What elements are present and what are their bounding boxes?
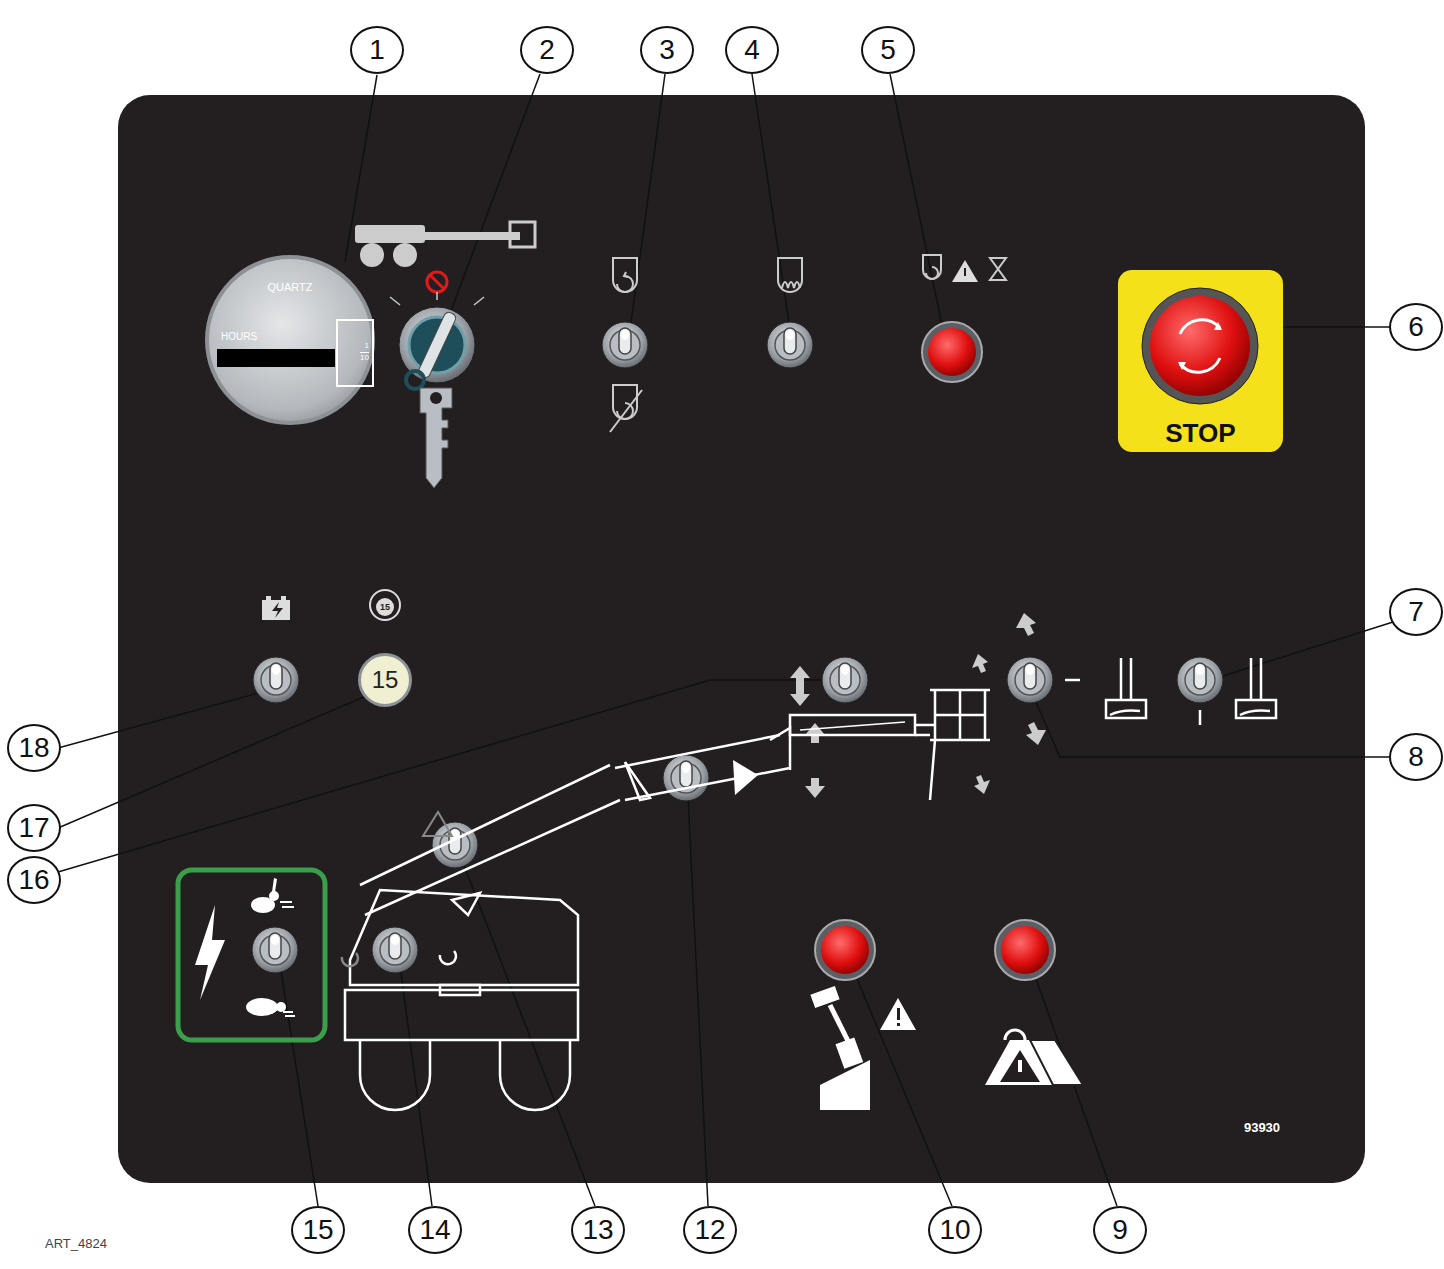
panel-text: HOURS bbox=[221, 331, 257, 342]
engine-icons bbox=[610, 255, 1006, 432]
callout-number: 16 bbox=[7, 856, 61, 904]
boom-illustration bbox=[345, 658, 1276, 1110]
callout-number: 7 bbox=[1389, 588, 1443, 636]
tenths-window: 110 bbox=[336, 319, 374, 387]
callout-number: 18 bbox=[7, 724, 61, 772]
panel-text: 15 bbox=[372, 666, 399, 694]
callout-number: 8 bbox=[1389, 733, 1443, 781]
key-switch bbox=[355, 222, 535, 488]
callout-number: 2 bbox=[520, 26, 574, 74]
panel-text: 1 bbox=[365, 341, 369, 350]
callout-number: 4 bbox=[725, 26, 779, 74]
callout-number: 6 bbox=[1389, 303, 1443, 351]
callout-number: 10 bbox=[928, 1206, 982, 1254]
panel bbox=[118, 95, 1365, 1183]
panel-text: QUARTZ bbox=[209, 281, 371, 293]
toggle-switches bbox=[252, 322, 1223, 973]
callout-number: 3 bbox=[640, 26, 694, 74]
indicator-light bbox=[995, 920, 1055, 980]
indicator-light bbox=[815, 920, 875, 980]
callout-number: 1 bbox=[350, 26, 404, 74]
warning-icons bbox=[810, 986, 1083, 1110]
icon-number: 15 bbox=[380, 602, 390, 612]
top-icons bbox=[262, 590, 400, 620]
callout-number: 12 bbox=[683, 1206, 737, 1254]
art-number: ART_4824 bbox=[45, 1236, 107, 1251]
callout-number: 15 bbox=[291, 1206, 345, 1254]
warning-icon bbox=[952, 260, 978, 282]
rpm-button: 15 bbox=[358, 653, 412, 707]
panel-text: 10 bbox=[360, 352, 369, 362]
indicator-light bbox=[922, 322, 982, 382]
lightning-icon bbox=[195, 905, 225, 1000]
emergency-stop: STOP bbox=[1118, 270, 1283, 452]
rabbit-turtle bbox=[246, 878, 295, 1016]
leader-lines bbox=[58, 74, 1393, 1206]
callout-number: 17 bbox=[7, 804, 61, 852]
part-code: 93930 bbox=[1244, 1120, 1280, 1135]
panel-text: STOP bbox=[1118, 418, 1283, 449]
callout-number: 5 bbox=[861, 26, 915, 74]
boom-triangles bbox=[342, 760, 758, 966]
hour-meter: QUARTZHOURS110 bbox=[205, 255, 375, 425]
callout-number: 9 bbox=[1093, 1206, 1147, 1254]
speed-box bbox=[178, 870, 325, 1040]
callout-number: 13 bbox=[571, 1206, 625, 1254]
counter-window bbox=[217, 349, 335, 367]
callout-number: 14 bbox=[408, 1206, 462, 1254]
arrows bbox=[790, 613, 1046, 798]
